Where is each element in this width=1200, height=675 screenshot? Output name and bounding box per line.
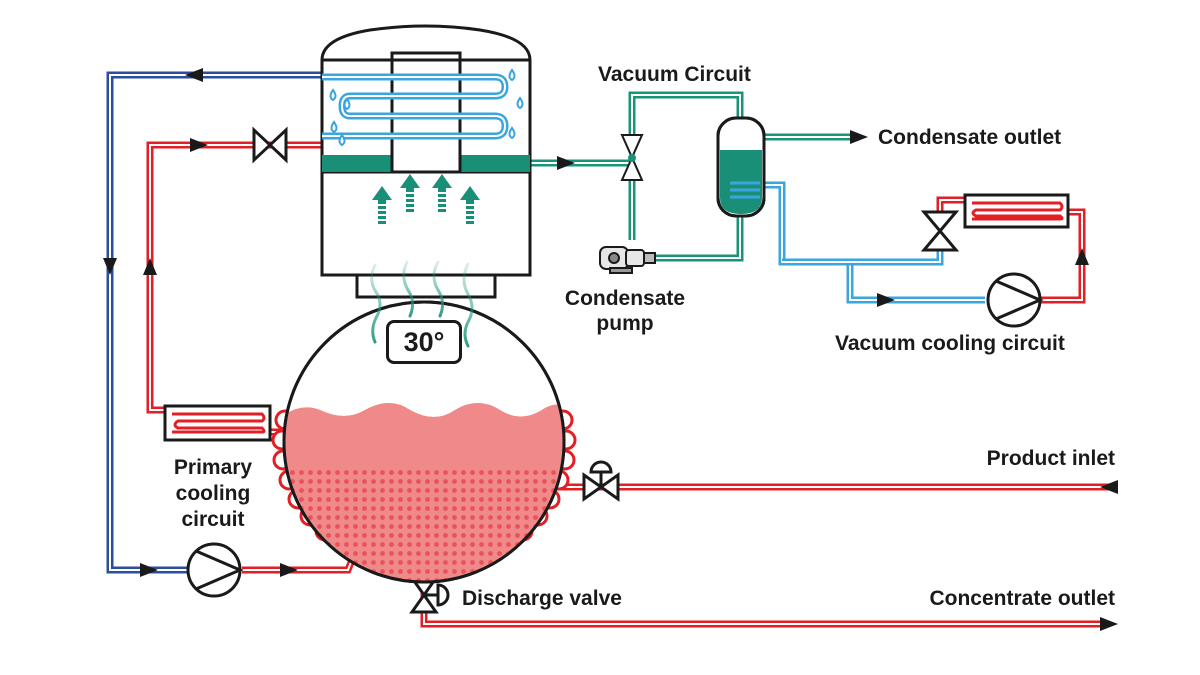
condensate-pump-label-line2: pump — [596, 312, 654, 335]
condensate-pump-label: Condensate pump — [555, 286, 695, 336]
arrow-up-icon — [143, 258, 157, 275]
arrow-right-icon — [1100, 617, 1118, 631]
arrow-right-icon — [850, 130, 868, 144]
condensate-outlet-label: Condensate outlet — [878, 126, 1062, 149]
primary-cooling-heat-exchanger — [163, 404, 272, 442]
arrow-up-icon — [1075, 248, 1089, 265]
condensate-separator — [716, 116, 766, 218]
condensate-pump-label-line1: Condensate — [564, 287, 686, 310]
vacuum-cooling-pump — [986, 272, 1044, 328]
vacuum-circuit-lines — [530, 91, 850, 262]
evaporator-neck — [355, 273, 497, 299]
primary-cooling-label-line2: cooling — [175, 482, 251, 505]
expansion-valve — [920, 210, 960, 252]
vacuum-valve — [620, 134, 644, 181]
discharge-valve-label: Discharge valve — [462, 587, 622, 610]
condensate-pump-icon — [599, 246, 656, 274]
vacuum-circuit-label: Vacuum Circuit — [598, 63, 751, 86]
product-inlet-label: Product inlet — [986, 447, 1115, 470]
primary-cooling-circuit-label: Primary cooling circuit — [143, 455, 283, 533]
arrow-right-icon — [280, 563, 298, 577]
arrow-left-icon — [1100, 480, 1118, 494]
flow-arrows — [103, 68, 1118, 631]
temperature-display: 30° — [386, 320, 462, 364]
product-inlet-valve — [582, 460, 620, 502]
concentrate-outlet-label: Concentrate outlet — [929, 587, 1115, 610]
primary-cooling-label-line3: circuit — [181, 508, 245, 531]
arrow-right-icon — [190, 138, 208, 152]
discharge-valve — [409, 576, 450, 614]
primary-cooling-label-line1: Primary — [173, 456, 253, 479]
primary-cooling-valve — [252, 126, 288, 164]
arrow-left-icon — [185, 68, 203, 82]
evaporator-vessel — [271, 260, 577, 584]
arrow-down-icon — [103, 258, 117, 275]
primary-cooling-pump — [186, 542, 244, 598]
vacuum-cooling-circuit-label: Vacuum cooling circuit — [835, 332, 1065, 355]
arrow-right-icon — [877, 293, 895, 307]
condenser-head — [320, 24, 532, 277]
arrow-right-icon — [140, 563, 158, 577]
vacuum-cooling-heat-exchanger — [963, 193, 1070, 229]
arrow-right-icon — [557, 156, 575, 170]
